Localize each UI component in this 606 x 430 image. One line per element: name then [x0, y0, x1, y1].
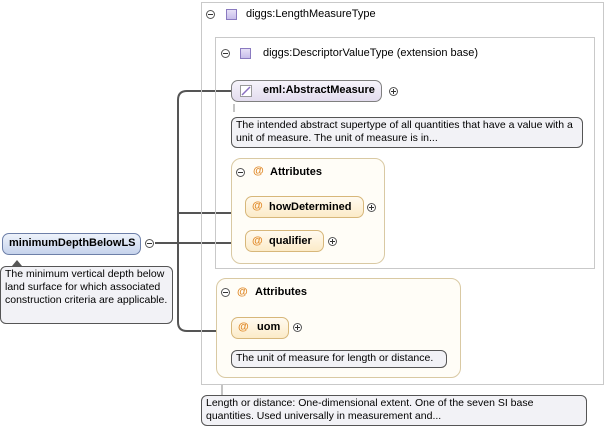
- length-measure-type-title: diggs:LengthMeasureType: [246, 8, 376, 20]
- outer-attributes-collapse-icon[interactable]: [221, 288, 230, 297]
- attribute-how-determined[interactable]: [245, 196, 364, 218]
- abstract-measure-element[interactable]: [231, 80, 382, 102]
- descriptor-value-type-title: diggs:DescriptorValueType (extension bas…: [263, 47, 479, 59]
- attribute-icon: @: [253, 165, 264, 177]
- root-element-doc: The minimum vertical depth below land su…: [0, 266, 173, 324]
- root-element-label: minimumDepthBelowLS: [9, 237, 136, 249]
- inner-attributes-collapse-icon[interactable]: [236, 168, 245, 177]
- root-element-minimum-depth[interactable]: [2, 233, 141, 255]
- attribute-uom-label: uom: [257, 321, 281, 333]
- abstract-element-icon: [240, 85, 252, 97]
- length-measure-type-doc: Length or distance: One-dimensional exte…: [201, 395, 587, 426]
- attribute-icon: @: [252, 200, 263, 212]
- attribute-qualifier[interactable]: [245, 230, 324, 252]
- length-measure-type-collapse-icon[interactable]: [206, 10, 215, 19]
- abstract-measure-doc: The intended abstract supertype of all q…: [231, 117, 583, 148]
- attribute-icon: @: [237, 286, 248, 298]
- complex-type-icon: [240, 48, 251, 59]
- attribute-how-determined-label: howDetermined: [269, 201, 352, 213]
- uom-expand-icon[interactable]: [293, 323, 302, 332]
- uom-doc: The unit of measure for length or distan…: [231, 350, 447, 368]
- doc-pointer: [12, 260, 22, 266]
- length-measure-type-panel: [201, 2, 604, 385]
- attribute-icon: @: [238, 321, 249, 333]
- complex-type-icon: [226, 9, 237, 20]
- attribute-uom[interactable]: [231, 317, 289, 339]
- abstract-measure-expand-icon[interactable]: [389, 87, 398, 96]
- descriptor-value-type-panel: [215, 37, 595, 269]
- outer-attributes-title: Attributes: [255, 286, 307, 298]
- inner-attributes-title: Attributes: [270, 166, 322, 178]
- how-determined-expand-icon[interactable]: [367, 203, 376, 212]
- descriptor-value-type-collapse-icon[interactable]: [221, 49, 230, 58]
- root-element-collapse-icon[interactable]: [145, 239, 154, 248]
- qualifier-expand-icon[interactable]: [328, 237, 337, 246]
- attribute-icon: @: [252, 235, 263, 247]
- attribute-qualifier-label: qualifier: [269, 235, 312, 247]
- abstract-measure-label: eml:AbstractMeasure: [263, 84, 375, 96]
